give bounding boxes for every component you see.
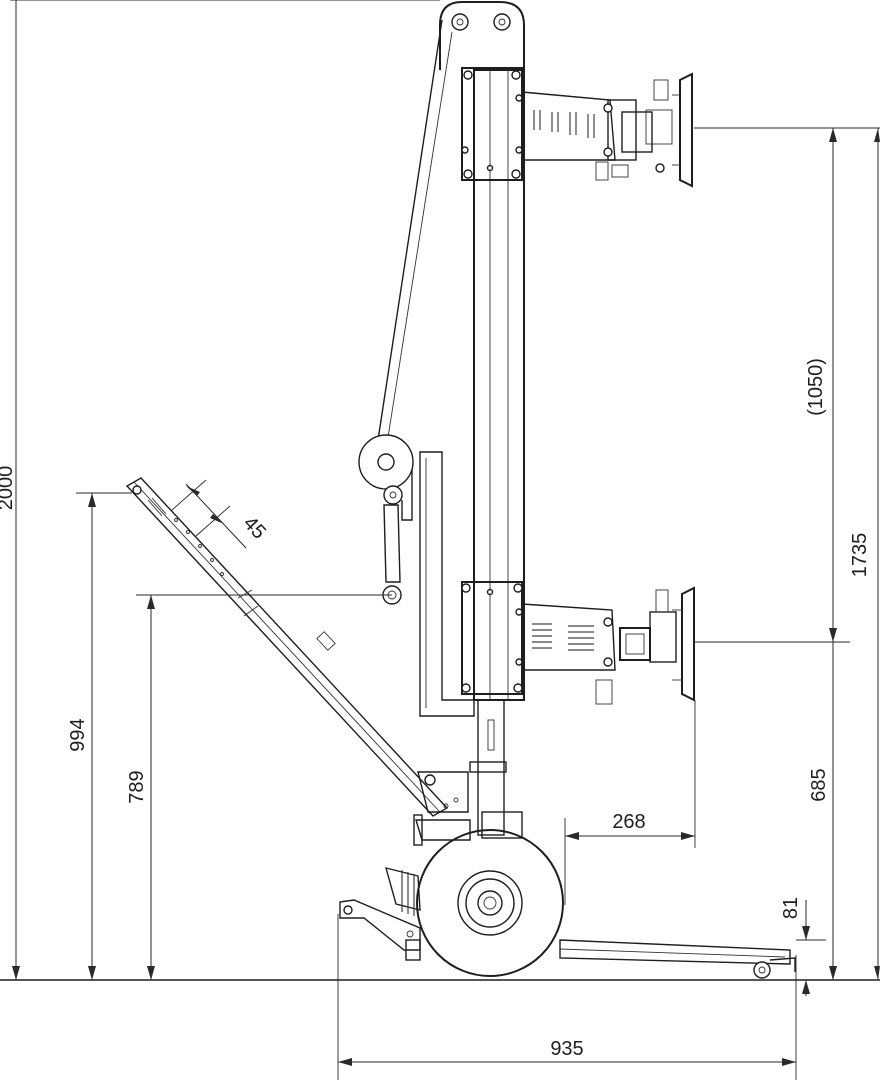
upper-carriage [461,67,693,188]
support-bracket [419,451,475,717]
boom-arm [125,477,469,817]
dim-overall-height [10,0,440,980]
mast [439,1,525,836]
dim-1735 [874,128,880,980]
label-45: 45 [239,512,270,543]
dim-45 [171,479,247,549]
lower-carriage [461,581,695,705]
label-789: 789 [126,770,148,803]
winch [358,434,414,605]
label-81: 81 [780,897,802,919]
dim-81 [802,900,810,996]
label-1735: 1735 [849,533,871,578]
label-268: 268 [612,811,645,833]
label-2000: 2000 [0,466,17,511]
dim-685 [829,642,837,980]
dim-994 [76,492,132,980]
lift-cable [377,19,443,441]
dim-789 [136,594,392,980]
dim-1050 [829,128,837,642]
base-chassis [339,761,796,979]
label-685: 685 [808,768,830,801]
label-935: 935 [550,1038,583,1060]
label-994: 994 [67,718,89,751]
label-1050: (1050) [805,358,827,416]
dim-268 [564,700,696,905]
dim-935 [337,914,797,1080]
